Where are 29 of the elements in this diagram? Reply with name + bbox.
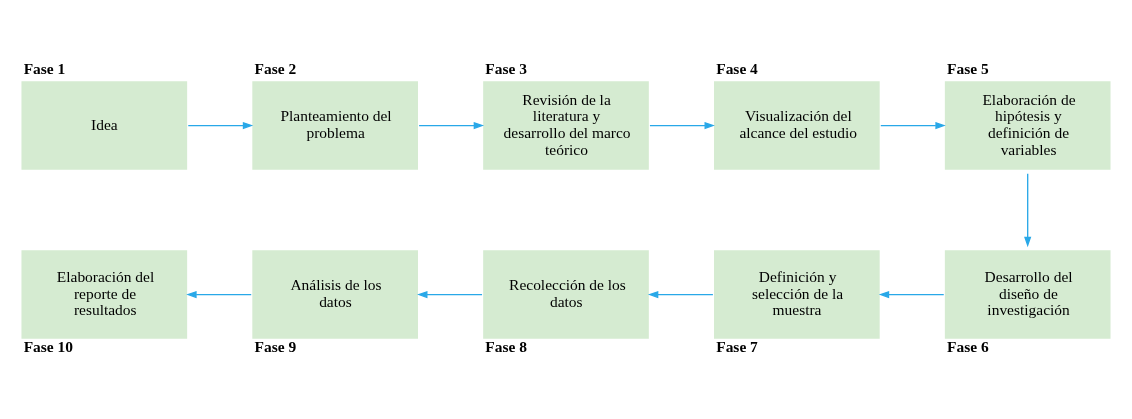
node-label: Fase 4	[716, 59, 758, 77]
node-label: Fase 8	[485, 338, 528, 356]
node-box: Elaboración de hipótesis y definición de variables	[944, 81, 1111, 170]
arrow	[880, 121, 946, 130]
node-label: Fase 6	[947, 338, 989, 356]
arrow	[878, 290, 945, 299]
node-box: Idea	[21, 81, 188, 170]
node-box: Planteamiento del problema	[252, 81, 418, 170]
node-box: Elaboración del reporte de resultados	[21, 250, 188, 339]
node-label: Fase 2	[254, 59, 297, 77]
arrow	[1024, 173, 1032, 248]
node-label: Fase 10	[23, 338, 74, 356]
node-box: Análisis de los datos	[252, 250, 418, 339]
arrow	[187, 121, 254, 130]
node-box: Definición y selección de la muestra	[714, 250, 880, 339]
node-label: Fase 7	[716, 338, 758, 356]
arrow	[418, 121, 485, 130]
arrow	[186, 290, 252, 299]
node-label: Fase 3	[485, 59, 528, 77]
node-label: Fase 5	[947, 59, 989, 77]
arrow	[649, 121, 715, 130]
node-box: Visualización del alcance del estudio	[714, 81, 880, 170]
arrow	[417, 290, 483, 299]
node-box: Desarrollo del diseño de investigación	[944, 250, 1111, 339]
node-label: Fase 9	[254, 338, 297, 356]
node-box: Recolección de los datos	[483, 250, 649, 339]
node-box: Revisión de la literatura y desarrollo del marco teórico	[483, 81, 649, 170]
node-label: Fase 1	[23, 59, 66, 77]
arrow	[647, 290, 714, 299]
